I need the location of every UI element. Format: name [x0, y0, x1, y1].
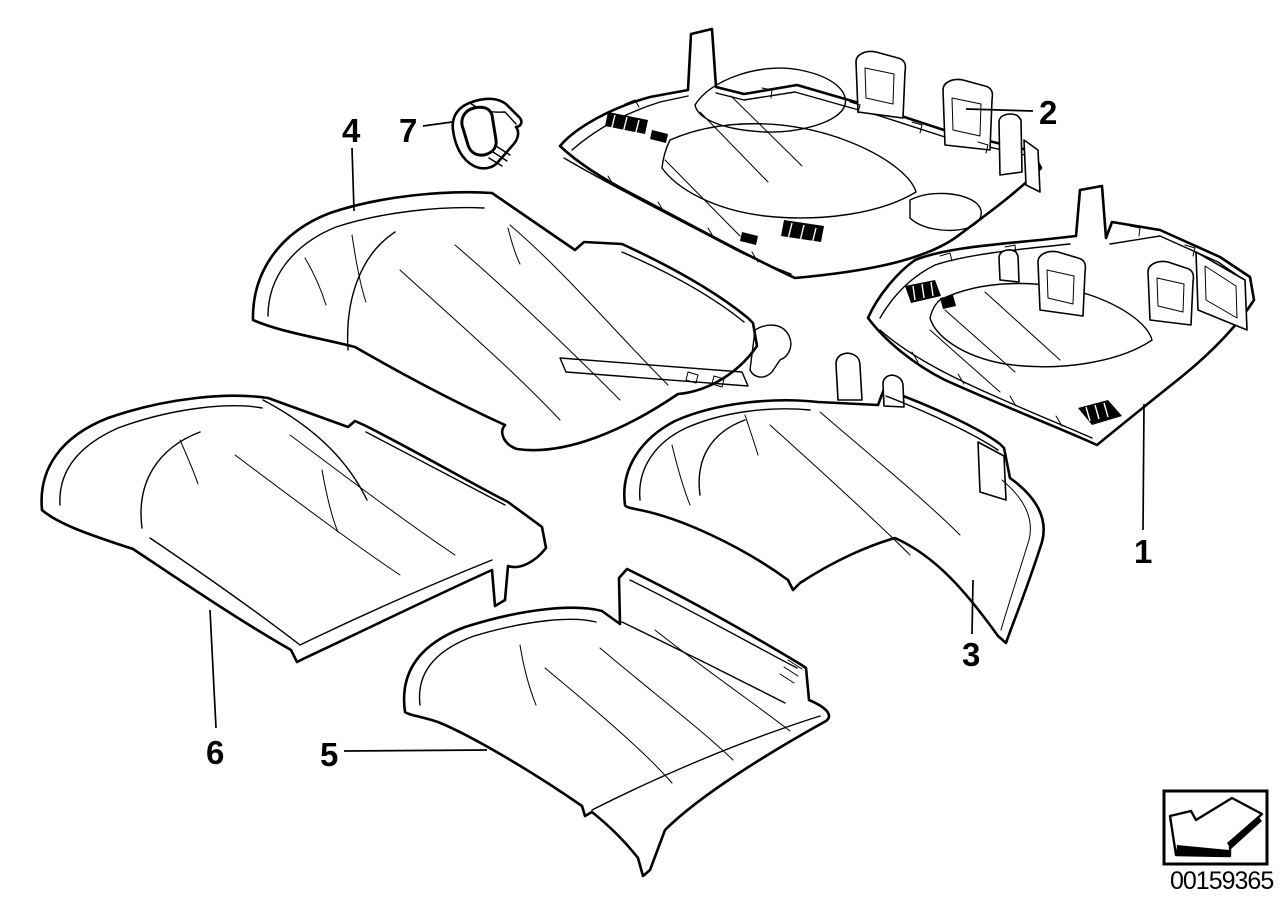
- part-2-anchor-block-b-window: [951, 97, 982, 137]
- part-5-front-edge-line: [591, 715, 821, 811]
- part-6-bolster-seam: [140, 431, 201, 529]
- part-3-seat-cover-drawing: [622, 352, 1045, 645]
- part-6-seat-pad-drawing: [40, 394, 548, 664]
- part-4-bolster-seam: [346, 231, 396, 351]
- part-3-ridge-top-line: [885, 395, 999, 451]
- part-1-side-wall-window: [1204, 265, 1238, 319]
- part-3-right-flange: [977, 441, 1007, 501]
- part-1-small-post: [998, 249, 1020, 283]
- part-3-crease-lines: [671, 414, 759, 506]
- part-2-anchor-block-b: [942, 78, 994, 151]
- part-2-outline: [558, 27, 1043, 280]
- part-2-front-bracket: [909, 192, 982, 232]
- callout-6-label[interactable]: 6: [206, 734, 224, 771]
- part-1-fold-lines: [929, 291, 1061, 393]
- part-1-isofix-mark-left-small: [940, 295, 956, 309]
- part-2-side-wall: [1023, 139, 1041, 193]
- part-5-channel-seam-1: [544, 667, 673, 784]
- part-5-backrest-hatch: [779, 659, 803, 684]
- part-4-crease-lines: [304, 227, 521, 306]
- part-1-rim-clips: [939, 225, 1196, 262]
- part-2-recess-lower: [661, 123, 917, 219]
- part-2-seat-carrier-drawing: [558, 27, 1043, 280]
- part-4-trim-rail: [559, 357, 749, 387]
- part-7-rib-fins: [488, 145, 511, 167]
- part-2-bottom-rail: [563, 157, 792, 275]
- part-2-recess-upper: [694, 67, 847, 133]
- part-1-seat-carrier-drawing: [866, 184, 1256, 447]
- callout-1-label[interactable]: 1: [1134, 533, 1152, 570]
- part-1-outline: [866, 184, 1256, 447]
- part-7-inner-frame: [460, 105, 498, 157]
- part-5-channel-seam-2: [599, 647, 734, 761]
- part-4-channel-seam-1: [399, 269, 561, 421]
- part-1-side-wall: [1195, 251, 1248, 331]
- part-4-bracket-knob: [749, 324, 792, 378]
- part-6-bolster-inner-arc: [59, 405, 263, 506]
- part-5-channel-seam-3: [654, 629, 791, 732]
- callout-4-leader-line: [351, 147, 355, 212]
- part-5-outline: [402, 567, 831, 878]
- part-3-bolster-inner-arc: [639, 408, 811, 501]
- part-4-ridge-top-line: [621, 251, 745, 323]
- callout-1-leader-line: [1142, 403, 1145, 531]
- part-1-anchor-block-b: [1147, 260, 1195, 326]
- callout-5-leader-line: [343, 749, 488, 752]
- part-4-rail-clips: [685, 371, 725, 388]
- part-1-rail-ticks: [911, 351, 1063, 427]
- part-3-channel-seam-1: [769, 424, 911, 556]
- callout-3-label[interactable]: 3: [962, 636, 980, 673]
- part-5-seat-pad-drawing: [402, 567, 831, 878]
- part-2-isofix-mark-center-small: [740, 232, 758, 245]
- part-2-anchor-block-a: [855, 50, 907, 119]
- part-5-backrest-bottom-line: [621, 621, 786, 704]
- part-3-front-band-inner: [1000, 479, 1031, 631]
- part-6-front-band-inner: [149, 537, 493, 646]
- part-2-fold-lines: [664, 95, 803, 237]
- part-4-seat-cover-drawing: [251, 190, 792, 452]
- callout-7-leader-line: [422, 121, 453, 127]
- part-5-bolster-inner-arc: [418, 618, 597, 706]
- part-6-ridge-top-line: [365, 431, 506, 506]
- part-6-channel-seam-2: [234, 454, 401, 576]
- callout-4-label[interactable]: 4: [342, 112, 361, 149]
- direction-of-travel-arrow-icon: [1168, 796, 1264, 858]
- part-2-pillar: [998, 113, 1023, 176]
- doc-number: 00159365: [1170, 867, 1273, 895]
- callout-6-leader-line: [209, 609, 217, 729]
- part-5-flap-inner-line: [667, 723, 821, 827]
- part-4-bolster-inner-arc: [267, 206, 485, 317]
- part-1-anchor-block-b-window: [1156, 277, 1185, 313]
- callout-2-label[interactable]: 2: [1039, 94, 1057, 131]
- part-1-anchor-block-a-window: [1046, 269, 1075, 305]
- part-1-anchor-block-a: [1037, 250, 1087, 317]
- part-3-belt-post-b: [882, 374, 905, 408]
- part-3-outline: [622, 387, 1045, 645]
- part-3-belt-post-a: [835, 352, 863, 401]
- direction-stamp[interactable]: [1162, 789, 1269, 866]
- part-3-bolster-seam: [698, 419, 746, 496]
- part-4-channel-seam-2: [454, 244, 621, 401]
- part-3-channel-seam-2: [819, 411, 961, 536]
- part-1-rim-inner-line: [879, 235, 1245, 319]
- part-2-rim-clips: [624, 87, 989, 154]
- part-6-crease-lines: [179, 439, 339, 533]
- callouts: 1 2 3 4 5 6 7: [206, 94, 1152, 773]
- part-2-rail-ticks: [607, 175, 759, 263]
- callout-3-leader-line: [971, 579, 974, 635]
- callout-7-label[interactable]: 7: [399, 112, 417, 149]
- part-5-crease-lines: [519, 644, 537, 706]
- part-2-anchor-block-a-window: [864, 67, 895, 105]
- part-6-channel-seam-1: [289, 434, 456, 556]
- callout-2-leader-line: [965, 108, 1034, 112]
- part-6-outline: [40, 394, 548, 664]
- part-2-isofix-mark-left-small: [650, 130, 668, 143]
- callout-5-label[interactable]: 5: [320, 736, 338, 773]
- part-7-belt-guide-cover-drawing: [451, 97, 523, 170]
- part-5-backrest-top-line: [629, 579, 798, 669]
